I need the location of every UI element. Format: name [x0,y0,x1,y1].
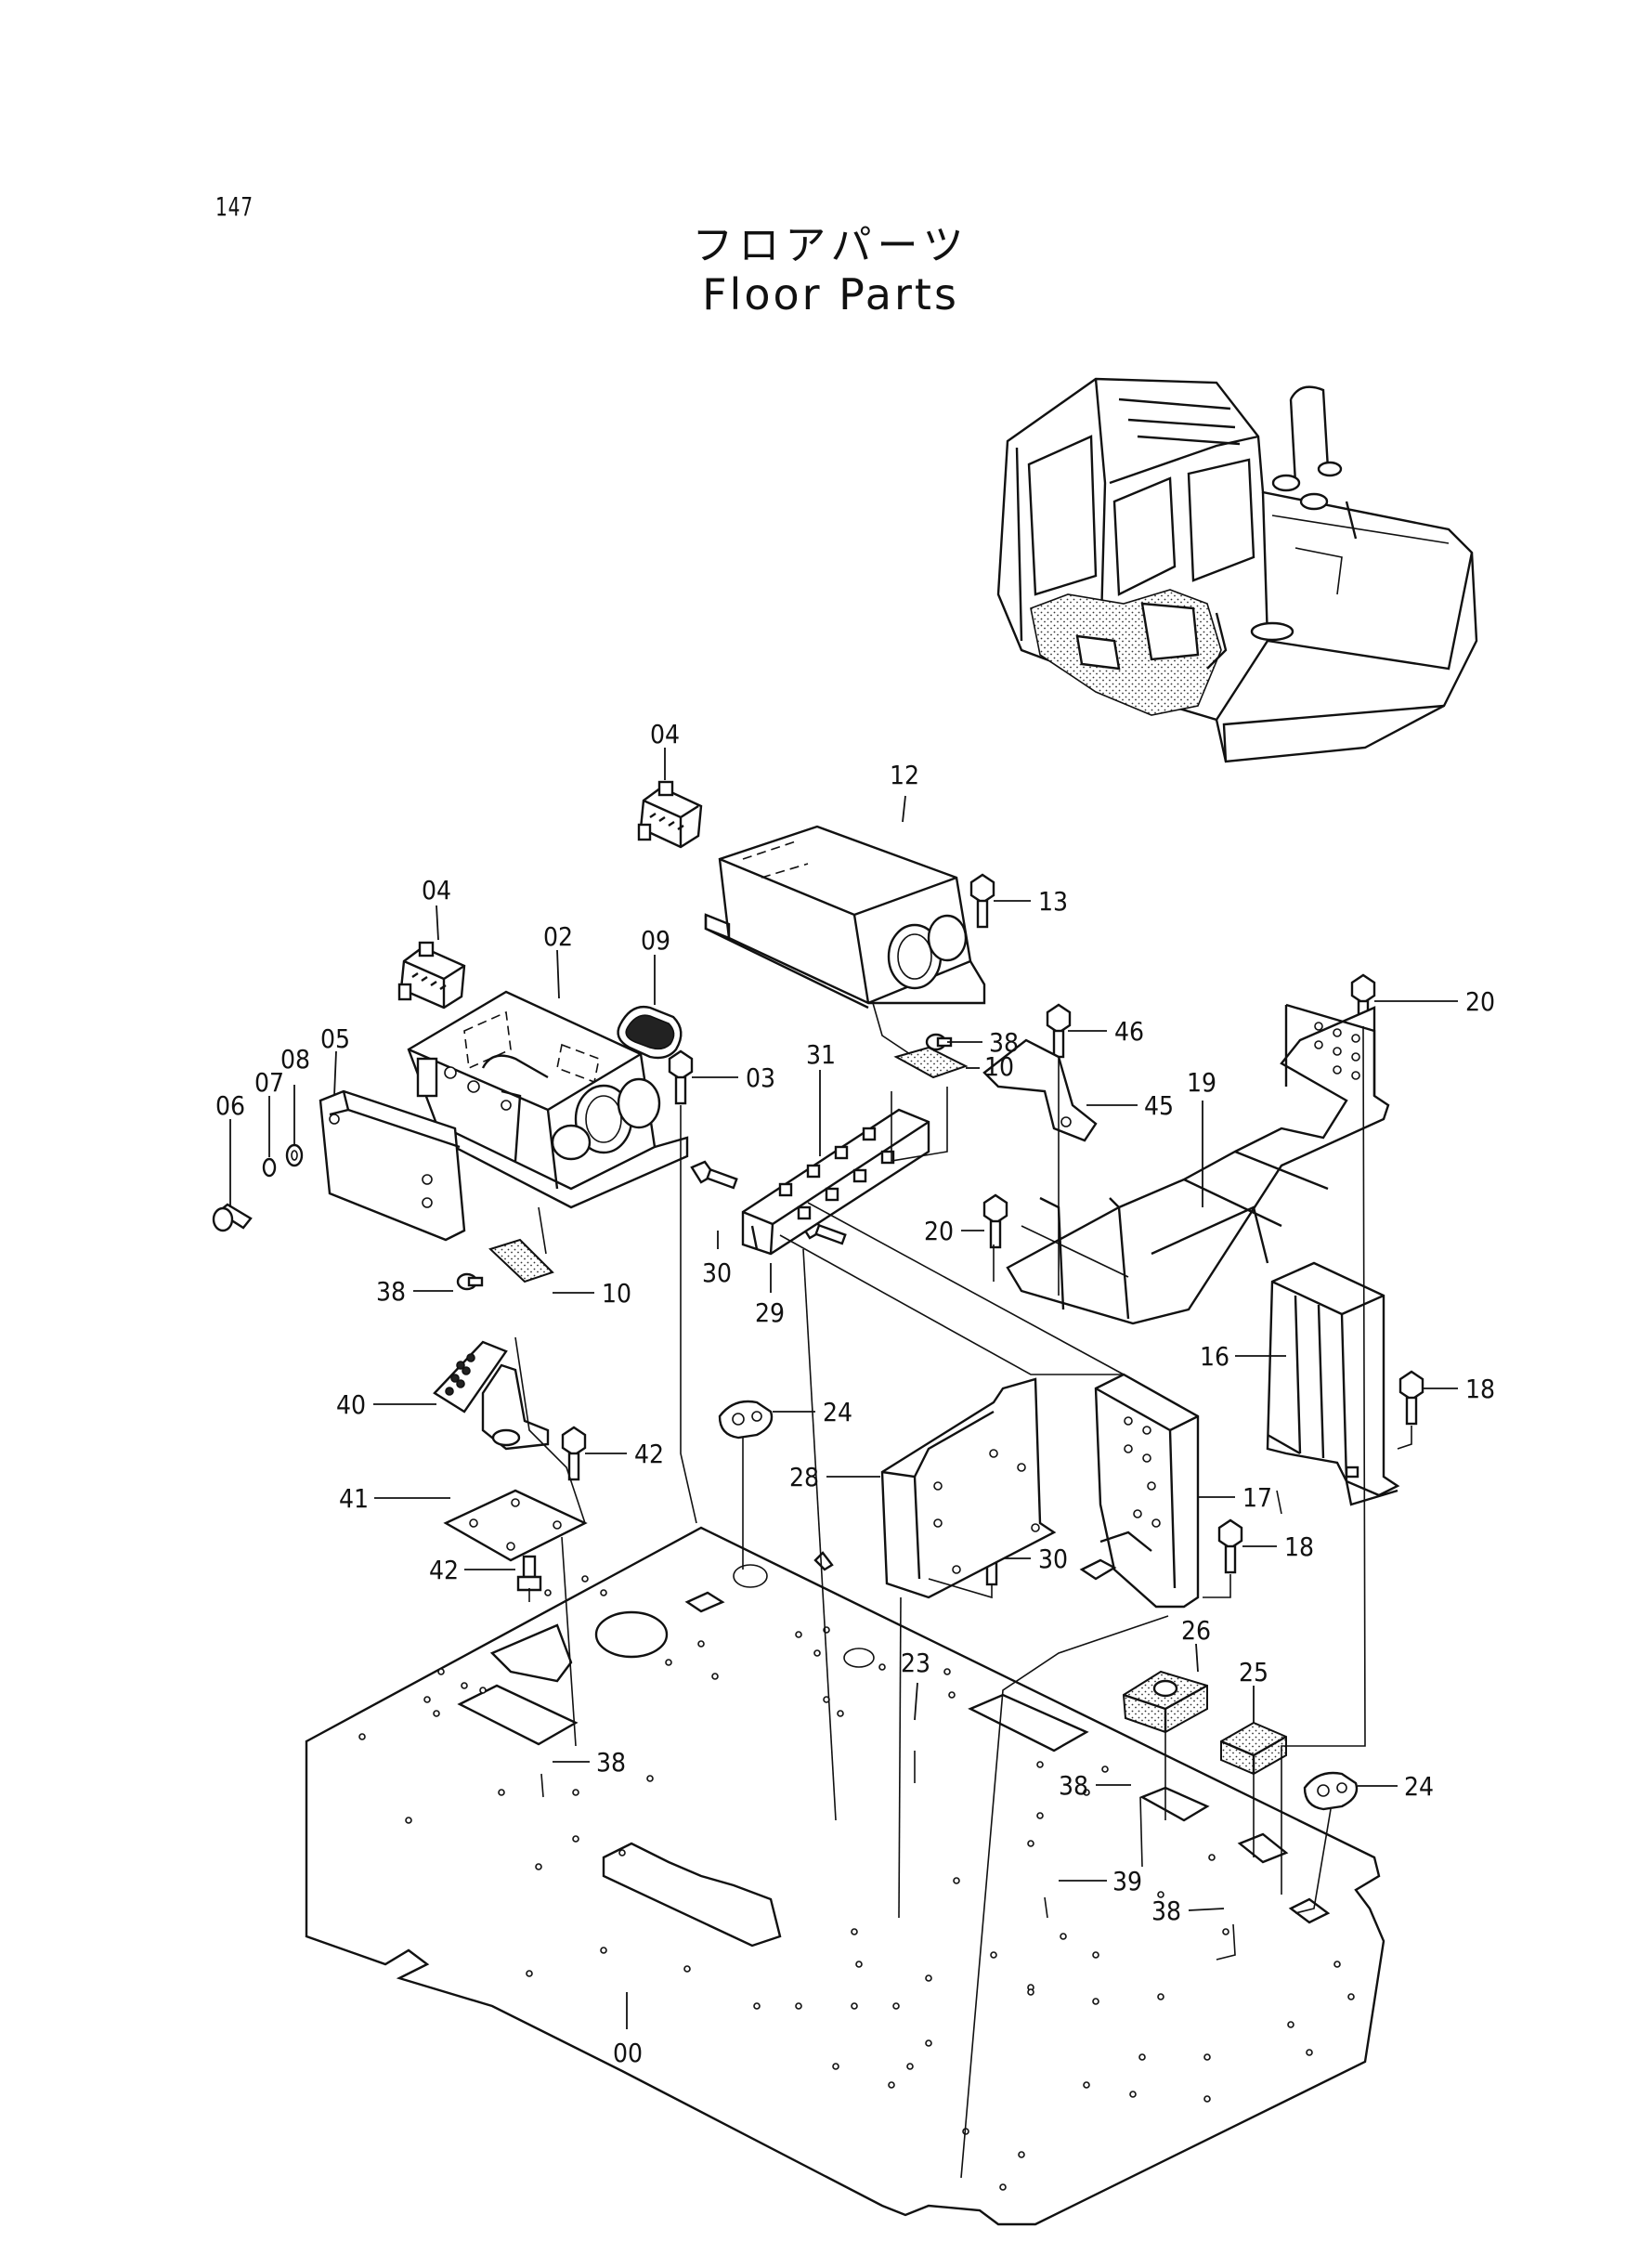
label-38-left: 38 [376,1276,406,1307]
part-45-bracket [982,1038,1098,1142]
label-40: 40 [336,1389,366,1420]
label-29: 29 [755,1297,785,1328]
label-19: 19 [1187,1067,1216,1098]
part-24-grommet-upper [718,1400,774,1440]
label-25: 25 [1239,1657,1268,1687]
label-08: 08 [280,1044,310,1075]
part-28-bracket-plate [880,1377,1057,1599]
label-31: 31 [806,1039,836,1070]
part-09-gasket [617,1005,683,1060]
title-japanese: フロアパーツ [692,222,969,269]
part-00-floor-plate [305,1526,1385,2226]
label-04-lower: 04 [422,875,451,905]
label-09: 09 [641,925,670,956]
part-40-pedal [433,1340,550,1451]
part-25-grommet [1220,1721,1287,1776]
part-41-mount-plate [443,1489,588,1562]
label-38-upper: 38 [989,1027,1019,1058]
part-17-support-column [1079,1373,1200,1609]
label-38-lower-left: 38 [1059,1770,1088,1801]
label-03: 03 [746,1062,775,1093]
label-41: 41 [339,1483,369,1514]
part-19-seat-stand [1006,1003,1390,1325]
label-17: 17 [1242,1482,1272,1513]
part-12-housing [704,825,986,1010]
assembly-guide-lines [514,1002,1412,2179]
part-02-heater-unit [407,990,689,1209]
label-13: 13 [1038,886,1068,917]
label-26: 26 [1181,1615,1211,1646]
label-30-left: 30 [702,1257,732,1288]
label-42-upper: 42 [634,1439,664,1469]
floor-plate-holes [358,1575,1355,2191]
label-20-lower: 20 [924,1216,954,1246]
page-number: 147 [215,191,254,222]
label-12: 12 [890,760,919,790]
part-26-grommet [1122,1670,1208,1734]
label-24-lower: 24 [1404,1771,1434,1802]
label-18-right: 18 [1465,1374,1495,1404]
label-04-upper: 04 [650,719,680,749]
label-10-upper: 10 [984,1051,1014,1082]
label-02: 02 [543,921,573,952]
label-00: 00 [613,2038,643,2068]
label-20-upper: 20 [1465,986,1495,1017]
title-english: Floor Parts [702,269,959,319]
bolts [516,873,1424,1592]
part-16-support-column [1266,1261,1400,1506]
label-38-lower-right: 38 [1151,1896,1181,1926]
label-10-lower: 10 [602,1278,631,1309]
label-16: 16 [1200,1341,1229,1372]
label-45: 45 [1144,1090,1174,1121]
label-28: 28 [789,1462,819,1492]
excavator-cab-inset [996,377,1478,763]
label-05: 05 [320,1023,350,1054]
label-39: 39 [1112,1866,1142,1896]
part-24-grommet-lower [1303,1771,1359,1811]
part-04-lower-connector [397,941,466,1010]
label-06: 06 [215,1090,245,1121]
label-24-upper: 24 [823,1397,852,1427]
label-07: 07 [254,1067,284,1098]
part-05-cover-plate [319,1089,466,1242]
part-10-pads [488,1046,969,1283]
part-06-07-08-hardware [212,1143,304,1232]
label-38-mid: 38 [596,1747,626,1778]
label-30-right: 30 [1038,1544,1068,1574]
label-42-lower: 42 [429,1555,459,1585]
label-18-lower: 18 [1284,1531,1314,1562]
part-29-switch-panel [741,1108,930,1256]
part-04-upper-connector [637,780,703,849]
label-46: 46 [1114,1016,1144,1047]
label-23: 23 [901,1648,930,1678]
callouts: 04 12 13 04 02 09 05 06 07 08 03 31 [215,719,1495,2068]
